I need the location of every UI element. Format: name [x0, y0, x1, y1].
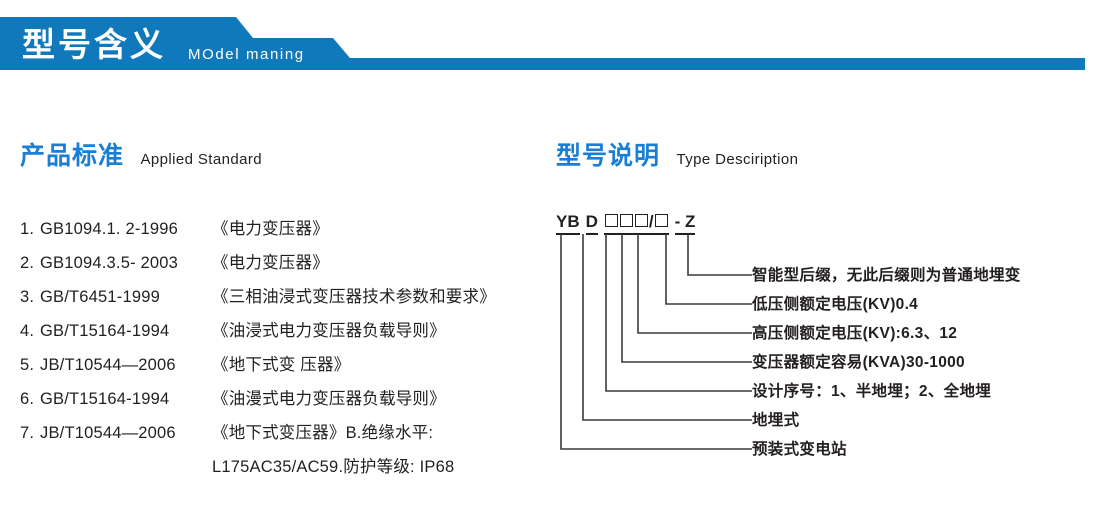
section-heading-type-description: 型号说明 Type Desciription: [556, 144, 798, 169]
list-item-name: 《地下式变 压器》: [212, 356, 351, 374]
leader-line-lv: [665, 234, 752, 305]
banner-shape: [0, 17, 1085, 70]
section-heading-applied-standard: 产品标准 Applied Standard: [20, 144, 262, 169]
list-item-code: JB/T10544—2006: [40, 424, 176, 442]
type-code-segment-slash-box: /: [648, 213, 669, 235]
leader-line-z: [687, 234, 752, 276]
callout-prefab-substation: 预装式变电站: [752, 441, 847, 458]
list-item: 7. JB/T10544—2006 《地下式变压器》B.绝缘水平:: [20, 419, 560, 453]
list-item: 5. JB/T10544—2006 《地下式变 压器》: [20, 351, 560, 385]
applied-standard-list: 1. GB1094.1. 2-1996 《电力变压器》 2. GB1094.3.…: [20, 215, 560, 487]
callout-rated-capacity: 变压器额定容易(KVA)30-1000: [752, 354, 965, 371]
callout-design-serial-number: 设计序号：1、半地埋；2、全地埋: [752, 383, 992, 400]
list-item-index: 2.: [20, 254, 35, 272]
leader-line-substation: [560, 234, 752, 450]
list-item: 1. GB1094.1. 2-1996 《电力变压器》: [20, 215, 560, 249]
leader-line-design-no: [605, 234, 752, 392]
square-box-icon: [654, 214, 668, 227]
list-item: 3. GB/T6451-1999 《三相油浸式变压器技术参数和要求》: [20, 283, 560, 317]
type-code-segment-z: - Z: [674, 213, 696, 235]
type-code-segment-d: D: [585, 213, 598, 235]
callout-buried-type: 地埋式: [752, 412, 800, 429]
list-item-index: 7.: [20, 424, 35, 442]
list-item-name: 《电力变压器》: [212, 254, 329, 272]
list-item-name: 《电力变压器》: [212, 220, 329, 238]
list-item-continuation: L175AC35/AC59.防护等级: IP68: [20, 453, 560, 487]
list-item-code: GB1094.3.5- 2003: [40, 254, 179, 272]
section-heading-en: Type Desciription: [676, 151, 799, 168]
list-item-index: 4.: [20, 322, 35, 340]
list-item-code: JB/T10544—2006: [40, 356, 176, 374]
list-item-code: GB/T15164-1994: [40, 390, 170, 408]
square-box-icon: [634, 214, 648, 227]
section-heading-cn: 产品标准: [20, 142, 125, 170]
list-item-name: 《地下式变压器》B.绝缘水平:: [212, 424, 434, 442]
list-item-index: 5.: [20, 356, 35, 374]
leader-line-capacity: [621, 234, 752, 363]
callout-hv-rated-voltage: 高压侧额定电压(KV):6.3、12: [752, 325, 958, 342]
list-item-code: GB/T6451-1999: [40, 288, 161, 306]
callout-lv-rated-voltage: 低压侧额定电压(KV)0.4: [752, 296, 919, 313]
list-item-name: L175AC35/AC59.防护等级: IP68: [212, 458, 455, 476]
type-code-segment-box2: [618, 213, 634, 235]
list-item-index: 6.: [20, 390, 35, 408]
banner-title: 型号含义: [22, 26, 166, 63]
type-code-segment-box3: [633, 213, 649, 235]
list-item-index: 1.: [20, 220, 35, 238]
list-item: 6. GB/T15164-1994 《油漫式电力变压器负载导则》: [20, 385, 560, 419]
list-item-name: 《三相油浸式变压器技术参数和要求》: [212, 288, 496, 306]
leader-line-hv: [637, 234, 752, 334]
list-item-index: 3.: [20, 288, 35, 306]
list-item-name: 《油浸式电力变压器负载导则》: [212, 322, 446, 340]
callout-smart-suffix: 智能型后缀，无此后缀则为普通地埋变: [752, 267, 1021, 284]
page-header-banner: 型号含义 MOdel maning: [0, 0, 1100, 95]
list-item-name: 《油漫式电力变压器负载导则》: [212, 390, 446, 408]
list-item: 4. GB/T15164-1994 《油浸式电力变压器负载导则》: [20, 317, 560, 351]
leader-lines: [560, 234, 752, 450]
leader-line-buried: [582, 234, 752, 421]
list-item: 2. GB1094.3.5- 2003 《电力变压器》: [20, 249, 560, 283]
type-code-segment-box1: [603, 213, 619, 235]
section-heading-cn: 型号说明: [556, 142, 661, 170]
list-item-code: GB1094.1. 2-1996: [40, 220, 179, 238]
banner-subtitle: MOdel maning: [188, 46, 305, 63]
section-heading-en: Applied Standard: [140, 151, 262, 168]
list-item-code: GB/T15164-1994: [40, 322, 170, 340]
square-box-icon: [619, 214, 633, 227]
square-box-icon: [604, 214, 618, 227]
type-code-segment-yb: YB: [556, 213, 580, 235]
